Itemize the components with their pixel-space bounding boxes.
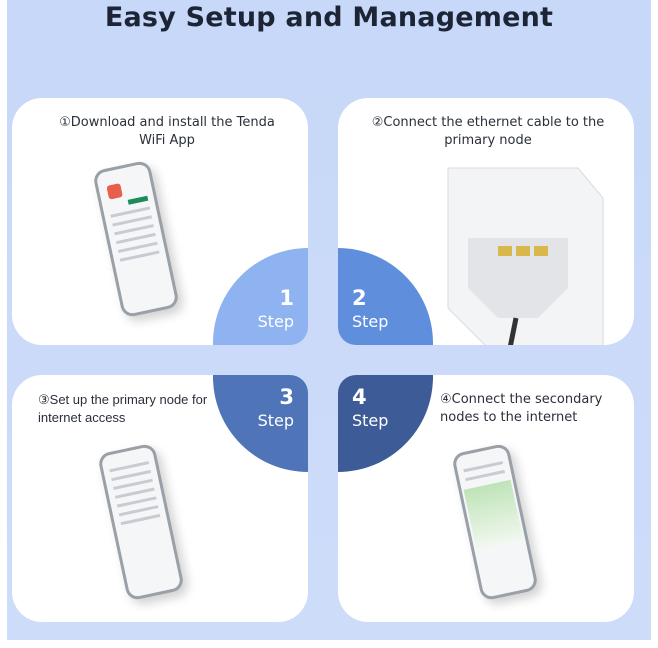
step-2-caption: ②Connect the ethernet cable to the prima… bbox=[371, 115, 605, 148]
step-4-caption: ④Connect the secondary nodes to the inte… bbox=[440, 392, 603, 425]
phone-app-image bbox=[92, 159, 180, 319]
step-1-caption: ①Download and install the Tenda WiFi App bbox=[59, 115, 275, 148]
step-label: Step bbox=[257, 312, 294, 331]
step-3-caption: ③Set up the primary node for internet ac… bbox=[38, 392, 208, 425]
phone-network-image bbox=[451, 442, 539, 602]
step-label: Step bbox=[352, 411, 389, 430]
phone-setup-image bbox=[97, 442, 185, 602]
router-image bbox=[447, 167, 604, 345]
step-label: Step bbox=[257, 411, 294, 430]
page-title: Easy Setup and Management bbox=[104, 2, 554, 33]
app-icon bbox=[106, 183, 123, 200]
step-number: 4 bbox=[352, 385, 367, 409]
step-number: 3 bbox=[279, 385, 294, 409]
step-number: 1 bbox=[279, 286, 294, 310]
step-number: 2 bbox=[352, 286, 367, 310]
step-label: Step bbox=[352, 312, 389, 331]
